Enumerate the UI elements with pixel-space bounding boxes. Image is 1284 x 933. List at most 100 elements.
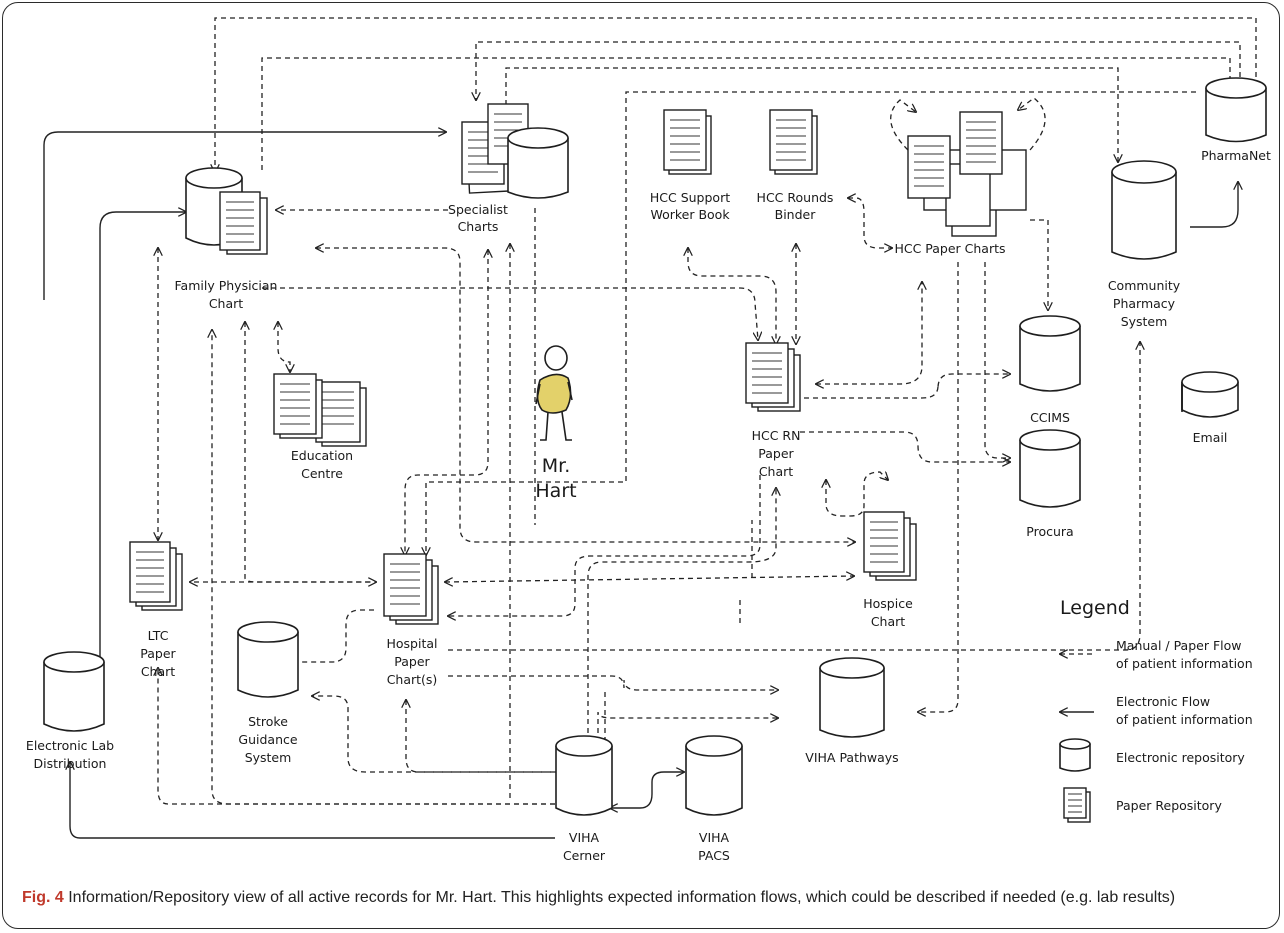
label-cerner-1: Cerner xyxy=(563,848,606,863)
electronic-lab-node: Electronic Lab Distribution xyxy=(26,651,114,771)
label-lab-0: Electronic Lab xyxy=(26,738,114,753)
flow-hospital-specialist xyxy=(405,250,488,555)
legend-title: Legend xyxy=(1060,597,1130,619)
viha-pacs-node: VIHA PACS xyxy=(685,735,743,863)
label-stroke-0: Stroke xyxy=(248,714,288,729)
legend-electronic-0: Electronic Flow xyxy=(1116,694,1210,709)
flow-hcc-rn-procura xyxy=(800,431,1010,462)
flow-hospital-hospice xyxy=(445,576,854,582)
flow-family-hcc-rn xyxy=(262,287,758,340)
label-hcc-support-0: HCC Support xyxy=(650,190,730,205)
flow-cerner-hcc-rn xyxy=(587,488,776,742)
person-head-icon xyxy=(544,345,568,371)
flow-pharmanet-hospital xyxy=(426,91,1196,555)
caption-fig-label: Fig. 4 xyxy=(22,889,64,906)
label-pacs-0: VIHA xyxy=(699,830,730,845)
flow-cerner-pacs xyxy=(610,772,684,808)
label-viha-pathways: VIHA Pathways xyxy=(805,750,898,765)
flow-hcc-rn-ccims xyxy=(768,374,1010,399)
flow-pharmanet-family xyxy=(215,17,1257,172)
education-centre-node: Education Centre xyxy=(273,373,367,481)
pharmanet-node: PharmaNet xyxy=(1201,77,1271,163)
flow-cerner-stroke xyxy=(312,696,555,773)
flow-hospital-stroke xyxy=(282,609,374,662)
figure-caption: Fig. 4 Information/Repository view of al… xyxy=(22,888,1262,908)
label-stroke-1: Guidance xyxy=(238,732,297,747)
label-ltc-2: Chart xyxy=(141,664,175,679)
flow-cerner-lab xyxy=(70,762,555,839)
flow-hcc-paper-procura xyxy=(1030,219,1048,310)
flow-hcc-rn-hospital xyxy=(448,475,761,616)
procura-node: Procura xyxy=(1019,429,1081,539)
label-procura: Procura xyxy=(1026,524,1073,539)
flow-cerner-hcc-rn-2 xyxy=(597,711,778,742)
label-hcc-paper: HCC Paper Charts xyxy=(894,241,1005,256)
flow-hcc-paper-pathways xyxy=(918,262,959,712)
label-pacs-1: PACS xyxy=(698,848,730,863)
label-hospice-1: Chart xyxy=(871,614,905,629)
flow-pharmanet-specialist xyxy=(476,41,1241,100)
flow-community-specialist xyxy=(505,67,1118,162)
hcc-rn-paper-chart-node: HCC RN Paper Chart xyxy=(745,342,801,479)
person-body-icon xyxy=(536,373,572,414)
flow-cerner-rn-up xyxy=(739,520,753,626)
flow-hcc-paper-loop-left xyxy=(890,99,916,151)
hcc-rounds-binder-node: HCC Rounds Binder xyxy=(757,109,834,222)
patient-figure: Mr. Hart xyxy=(535,345,577,502)
label-hospital-2: Chart(s) xyxy=(387,672,438,687)
label-community-2: System xyxy=(1121,314,1168,329)
flow-lab-specialist xyxy=(43,132,446,300)
family-physician-chart-node: Family Physician Chart xyxy=(175,167,278,311)
legend-database-icon xyxy=(1059,738,1091,772)
stroke-guidance-node: Stroke Guidance System xyxy=(237,621,299,765)
flow-hcc-rn-hcc-paper xyxy=(816,282,922,384)
viha-cerner-node: VIHA Cerner xyxy=(555,735,613,863)
label-family-1: Chart xyxy=(209,296,243,311)
label-education-0: Education xyxy=(291,448,353,463)
label-stroke-2: System xyxy=(245,750,292,765)
flow-community-pharmanet xyxy=(1190,182,1238,228)
label-hospital-0: Hospital xyxy=(386,636,437,651)
flow-hcc-rn-hospice xyxy=(826,472,888,517)
ccims-node: CCIMS xyxy=(1019,315,1081,425)
legend-paper-icon xyxy=(1063,787,1091,823)
flow-support-hcc-rn xyxy=(688,248,776,344)
flow-hospital-community xyxy=(448,342,1140,651)
label-community-0: Community xyxy=(1108,278,1181,293)
hospital-paper-chart-node: Hospital Paper Chart(s) xyxy=(383,553,439,687)
hcc-support-worker-book-node: HCC Support Worker Book xyxy=(650,109,730,222)
database-icon xyxy=(507,127,569,199)
label-hcc-rounds-1: Binder xyxy=(775,207,817,222)
label-hospice-0: Hospice xyxy=(863,596,913,611)
hcc-paper-charts-node: HCC Paper Charts xyxy=(894,111,1027,256)
specialist-charts-node: Specialist Charts xyxy=(448,103,569,234)
ltc-paper-chart-node: LTC Paper Chart xyxy=(129,541,183,679)
label-ltc-0: LTC xyxy=(148,628,169,643)
label-ltc-1: Paper xyxy=(140,646,176,661)
label-specialist-0: Specialist xyxy=(448,202,508,217)
flow-hcc-paper-ccims xyxy=(984,262,1010,458)
email-node: Email xyxy=(1181,371,1239,445)
label-ccims: CCIMS xyxy=(1030,410,1070,425)
flow-family-education xyxy=(278,322,290,372)
legend-repo-paper: Paper Repository xyxy=(1116,798,1222,813)
caption-text: Information/Repository view of all activ… xyxy=(63,889,1176,906)
label-hcc-rn-0: HCC RN xyxy=(752,428,801,443)
label-hcc-rn-2: Chart xyxy=(759,464,793,479)
label-lab-1: Distribution xyxy=(34,756,107,771)
flow-lab-family xyxy=(99,212,186,660)
label-community-1: Pharmacy xyxy=(1113,296,1176,311)
community-pharmacy-node: Community Pharmacy System xyxy=(1108,160,1181,329)
label-hcc-rn-1: Paper xyxy=(758,446,794,461)
flow-specialist-community xyxy=(261,57,1231,170)
label-family-0: Family Physician xyxy=(175,278,278,293)
flow-hcc-paper-loop-right xyxy=(1018,97,1046,151)
label-cerner-0: VIHA xyxy=(569,830,600,845)
legend-manual-1: of patient information xyxy=(1116,656,1253,671)
label-hcc-rounds-0: HCC Rounds xyxy=(757,190,834,205)
label-specialist-1: Charts xyxy=(458,219,499,234)
flow-rounds-hcc-paper xyxy=(848,198,892,248)
label-education-1: Centre xyxy=(301,466,343,481)
label-hospital-1: Paper xyxy=(394,654,430,669)
